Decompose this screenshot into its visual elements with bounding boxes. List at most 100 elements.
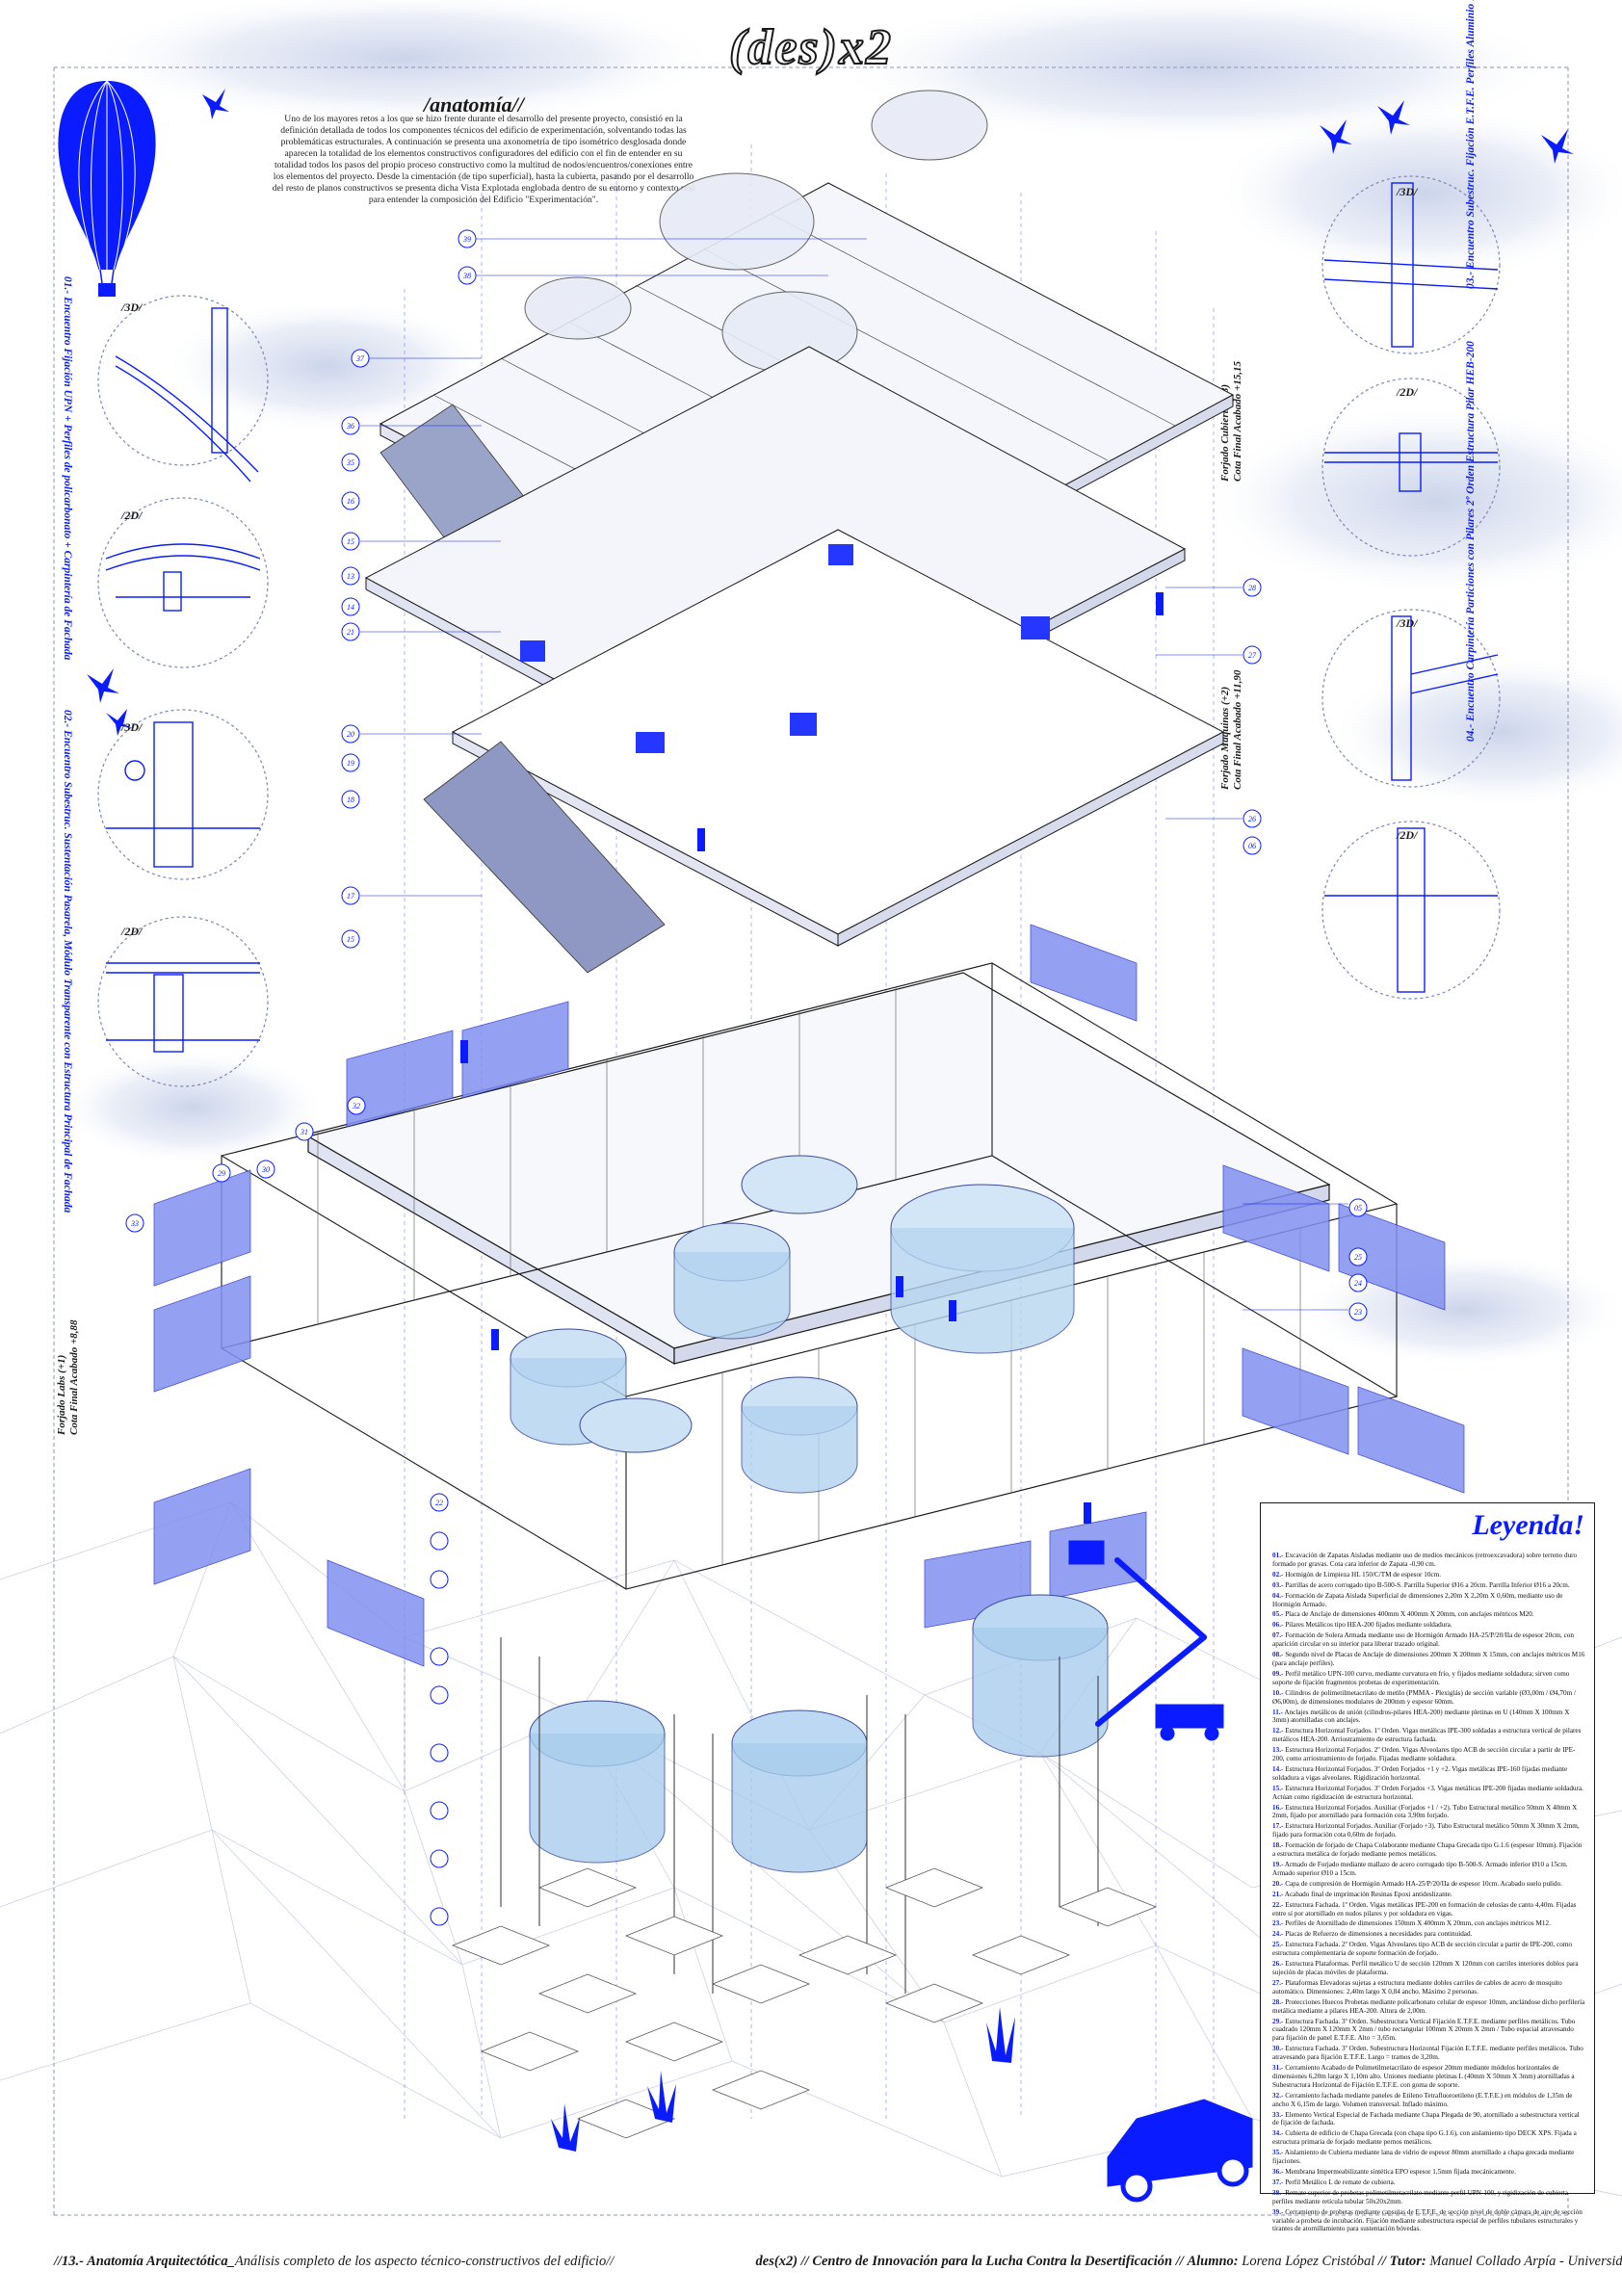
legend-item-number: 07.- [1272,1631,1284,1640]
detail-02-3d-tag: /3D/ [121,720,143,734]
legend-item: 30.- Estructura Fachada. 3º Orden. Subes… [1272,2045,1586,2062]
callout-number: 20 [347,730,354,739]
stair-slope [423,741,666,974]
lift-platforms [520,544,1050,753]
callout-number: 27 [1248,651,1257,660]
legend-item-text: Formación de forjado de Chapa Colaborant… [1272,1841,1583,1859]
legend-item-number: 34.- [1272,2129,1284,2138]
legend-item-number: 20.- [1272,1879,1284,1888]
legend-item-text: Estructura Plataformas. Perfil metálico … [1272,1960,1579,1976]
legend-item: 25.- Estructura Fachada. 2º Orden. Vigas… [1272,1941,1586,1958]
birds-group [87,89,1574,736]
legend-item: 32.- Cerramiento fachada mediante panele… [1272,2092,1586,2109]
legend-item-number: 02.- [1272,1570,1284,1578]
legend-item-text: Placas de Refuerzo de dimensiones a nece… [1285,1930,1473,1939]
legend-item-text: Estructura Horizontal Forjados. 3º Orden… [1272,1784,1583,1801]
legend-item-number: 39.- [1272,2207,1284,2216]
legend-item-number: 05.- [1272,1610,1284,1619]
legend-item-text: Placa de Anclaje de dimensiones 400mm X … [1285,1610,1534,1619]
detail-circle-03-3d [1321,175,1501,354]
detail-circle-01-3d [97,295,269,466]
callout-number: 30 [261,1165,270,1174]
legend-item-text: Anclajes metálicos de unión (cilindros-p… [1272,1708,1570,1725]
legend-list: 01.- Excavación de Zapatas Aisladas medi… [1272,1552,1586,2235]
callout-number: 28 [1248,584,1256,592]
legend-item-number: 25.- [1272,1941,1284,1949]
detail-03-2d-tag: /2D/ [1397,385,1418,399]
legend-item-number: 08.- [1272,1651,1284,1659]
legend-item: 09.- Perfil metálico UPN-100 curvo, medi… [1272,1670,1586,1687]
detail-circle-02-3d [97,709,269,880]
bird-icon [1377,100,1410,135]
callout-number: 17 [347,892,355,900]
callout-number: 15 [347,935,354,944]
legend-item-text: Pilares Metálicos tipo HEA-200 fijados m… [1285,1621,1452,1630]
callout-number: 35 [346,458,354,467]
legend-item-text: Cilindros de polimetilmetacrilato de met… [1272,1688,1577,1706]
callout-number: 16 [347,497,354,506]
legend-item-number: 13.- [1272,1746,1284,1755]
legend-item: 01.- Excavación de Zapatas Aisladas medi… [1272,1552,1586,1569]
legend-item: 23.- Perfiles de Atornillado de dimensio… [1272,1919,1586,1928]
legend-item-text: Perfil Metálico L de remate de cubierta. [1285,2178,1396,2186]
legend-item-text: Estructura Horizontal Forjados. 3º Orden… [1272,1764,1568,1782]
legend-item: 06.- Pilares Metálicos tipo HEA-200 fija… [1272,1621,1586,1630]
legend-item: 33.- Elemento Vertical Especial de Facha… [1272,2111,1586,2128]
callout-number: 38 [462,272,471,280]
legend-item: 04.- Formación de Zapata Aislada Superfi… [1272,1592,1586,1609]
legend-item-number: 22.- [1272,1900,1284,1909]
legend-item-text: Membrana Impermeabilizante sintética EPO… [1285,2168,1516,2176]
legend-item: 19.- Armado de Forjado mediante mallazo … [1272,1861,1586,1878]
anatomy-title: /anatomía// [424,92,524,117]
legend-item-text: Estructura Horizontal Forjados. Auxiliar… [1272,1803,1578,1820]
detail-01-3d-tag: /3D/ [121,300,143,314]
legend-item-text: Cerramiento fachada mediante paneles de … [1272,2091,1573,2108]
legend-item: 03.- Parrillas de acero corrugado tipo B… [1272,1581,1586,1590]
person-icon [949,1300,956,1321]
detail-01-2d-tag: /2D/ [121,509,143,522]
legend-item-number: 32.- [1272,2091,1284,2100]
legend-item-number: 06.- [1272,1621,1284,1630]
people-group [460,592,1164,1524]
legend-item-text: Elemento Vertical Especial de Fachada me… [1272,2110,1580,2127]
footer-tutor: Manuel Collado Arpía - Universidad Alcal… [1429,2254,1622,2269]
legend-item: 35.- Aislamiento de Cubierta mediante la… [1272,2149,1586,2166]
legend-item-number: 16.- [1272,1803,1284,1812]
pickup-truck-icon [1107,2099,1253,2203]
plants-group [551,2007,1015,2152]
callout-number: 15 [347,537,354,546]
legend-item-text: Segundo nivel de Placas de Anclaje de di… [1272,1651,1585,1667]
legend-item: 24.- Placas de Refuerzo de dimensiones a… [1272,1930,1586,1939]
callout-number: 25 [1354,1253,1362,1262]
legend-item: 10.- Cilindros de polimetilmetacrilato d… [1272,1689,1586,1707]
bird-icon [1320,119,1352,154]
legend-item: 05.- Placa de Anclaje de dimensiones 400… [1272,1610,1586,1619]
legend-item-number: 37.- [1272,2178,1284,2186]
footer-tutor-label: // Tutor: [1377,2254,1426,2269]
legend-item: 18.- Formación de forjado de Chapa Colab… [1272,1841,1586,1859]
legend-item-text: Armado de Forjado mediante mallazo de ac… [1272,1861,1568,1877]
person-icon [896,1276,903,1297]
callout-number: 14 [347,603,354,612]
legend-item: 20.- Capa de compresión de Hormigón Arma… [1272,1880,1586,1889]
legend-item-text: Acabado final de imprimación Resinas Epo… [1284,1890,1452,1898]
legend-item-text: Protecciones Huecos Probetas mediante po… [1272,1997,1585,2015]
callout-number: 39 [462,235,471,244]
legend-item: 12.- Estructura Horizontal Forjados. 1º … [1272,1727,1586,1744]
legend-item-number: 17.- [1272,1822,1284,1831]
roof-domes [524,90,988,374]
callout-number: 06 [1248,842,1256,850]
legend-item-number: 31.- [1272,2064,1284,2073]
legend-item-number: 10.- [1272,1688,1284,1697]
footer-section-title: //13.- Anatomía Arquitectótica_ [54,2254,235,2269]
footer-alumno: Lorena López Cristóbal [1242,2254,1375,2269]
callout-number: 33 [130,1219,139,1228]
callout-leaders [360,238,1348,1311]
legend-title: Leyenda! [1472,1509,1584,1541]
legend-item-text: Parrillas de acero corrugado tipo B-500-… [1285,1580,1570,1589]
legend-item-text: Hormigón de Limpieza HL 150/C/TM de espe… [1285,1570,1442,1578]
legend-item-text: Cubierta de edificio de Chapa Grecada (c… [1272,2129,1577,2147]
legend-item: 02.- Hormigón de Limpieza HL 150/C/TM de… [1272,1571,1586,1579]
detail-04-2d-tag: /2D/ [1397,828,1418,842]
